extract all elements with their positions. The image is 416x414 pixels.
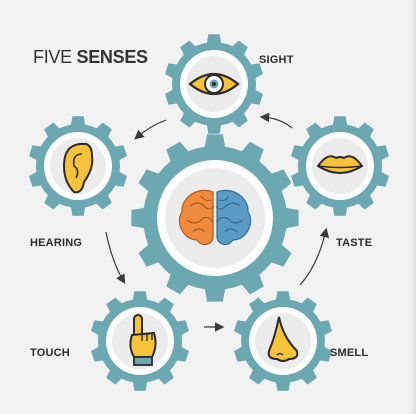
arrow-hearing-to-touch xyxy=(105,231,126,285)
label-hearing: HEARING xyxy=(30,237,83,249)
nose-icon xyxy=(267,316,299,362)
diagram-title: FIVE SENSES xyxy=(33,47,148,68)
arrow-smell-to-taste xyxy=(299,227,330,286)
arrow-taste-to-sight xyxy=(259,112,293,129)
gear-taste xyxy=(291,116,389,216)
label-taste: TASTE xyxy=(336,237,373,249)
lips-icon xyxy=(316,155,364,174)
cycle-arrows xyxy=(105,112,330,332)
title-prefix: FIVE xyxy=(33,47,72,67)
pointing-hand-icon xyxy=(129,314,157,366)
brain-icon xyxy=(178,189,252,246)
gear-touch xyxy=(91,291,189,391)
label-touch: TOUCH xyxy=(30,347,70,359)
gear-sight xyxy=(165,34,263,134)
label-sight: SIGHT xyxy=(259,54,294,66)
gear-hearing xyxy=(29,116,127,216)
gears-layer xyxy=(29,34,389,391)
title-emphasis: SENSES xyxy=(76,47,149,67)
gear-center-core xyxy=(165,168,265,268)
ear-icon xyxy=(62,142,94,194)
label-smell: SMELL xyxy=(330,347,369,359)
gear-smell xyxy=(234,291,332,391)
frame-edge xyxy=(410,0,416,414)
arrow-sight-to-hearing xyxy=(134,119,167,140)
eye-icon xyxy=(188,72,240,96)
gear-center xyxy=(131,134,299,302)
